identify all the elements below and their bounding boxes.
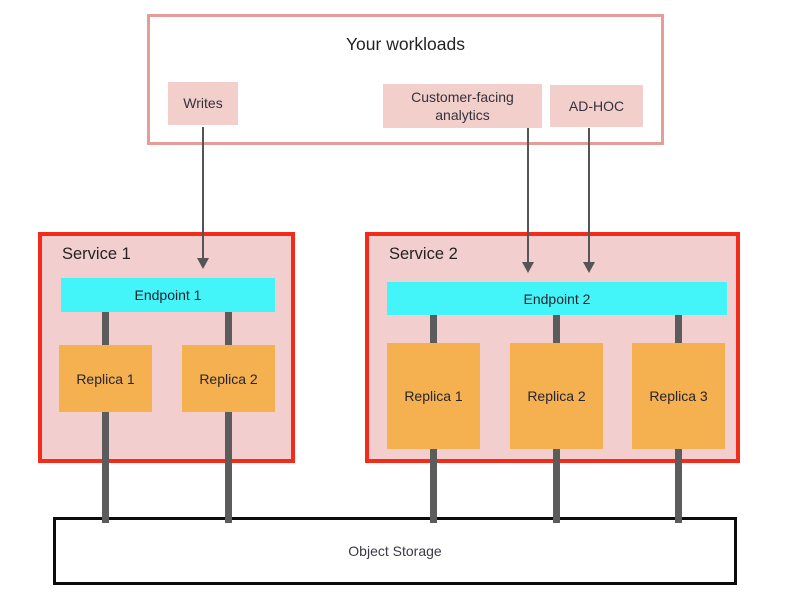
workload-chip-writes: Writes <box>168 82 238 125</box>
service-1-replica-1-box: Replica 1 <box>59 345 152 412</box>
service-1-replica-2-box: Replica 2 <box>182 345 275 412</box>
connector-line <box>553 315 560 343</box>
object-storage-label: Object Storage <box>348 543 442 559</box>
connector-line <box>675 449 682 523</box>
service-2-replica-1-box: Replica 1 <box>387 343 480 449</box>
workload-chip-adhoc: AD-HOC <box>550 85 643 127</box>
down-arrow-adhoc <box>583 128 595 273</box>
connector-line <box>102 412 109 523</box>
down-arrow-analytics <box>522 128 534 273</box>
object-storage-box: Object Storage <box>53 517 737 585</box>
workloads-title: Your workloads <box>345 34 465 54</box>
connector-line <box>225 312 232 345</box>
service-1-endpoint-bar: Endpoint 1 <box>61 278 275 312</box>
connector-line <box>675 315 682 343</box>
service-2-replica-3-box: Replica 3 <box>632 343 725 449</box>
connector-line <box>102 312 109 345</box>
service-1-label: Service 1 <box>62 245 131 263</box>
connector-line <box>553 449 560 523</box>
workload-chip-analytics: Customer-facing analytics <box>383 84 542 128</box>
service-2-endpoint-bar: Endpoint 2 <box>387 282 727 315</box>
connector-line <box>430 449 437 523</box>
connector-line <box>430 315 437 343</box>
service-2-replica-2-box: Replica 2 <box>510 343 603 449</box>
service-2-label: Service 2 <box>389 245 458 263</box>
connector-line <box>225 412 232 523</box>
down-arrow-writes <box>197 127 209 269</box>
